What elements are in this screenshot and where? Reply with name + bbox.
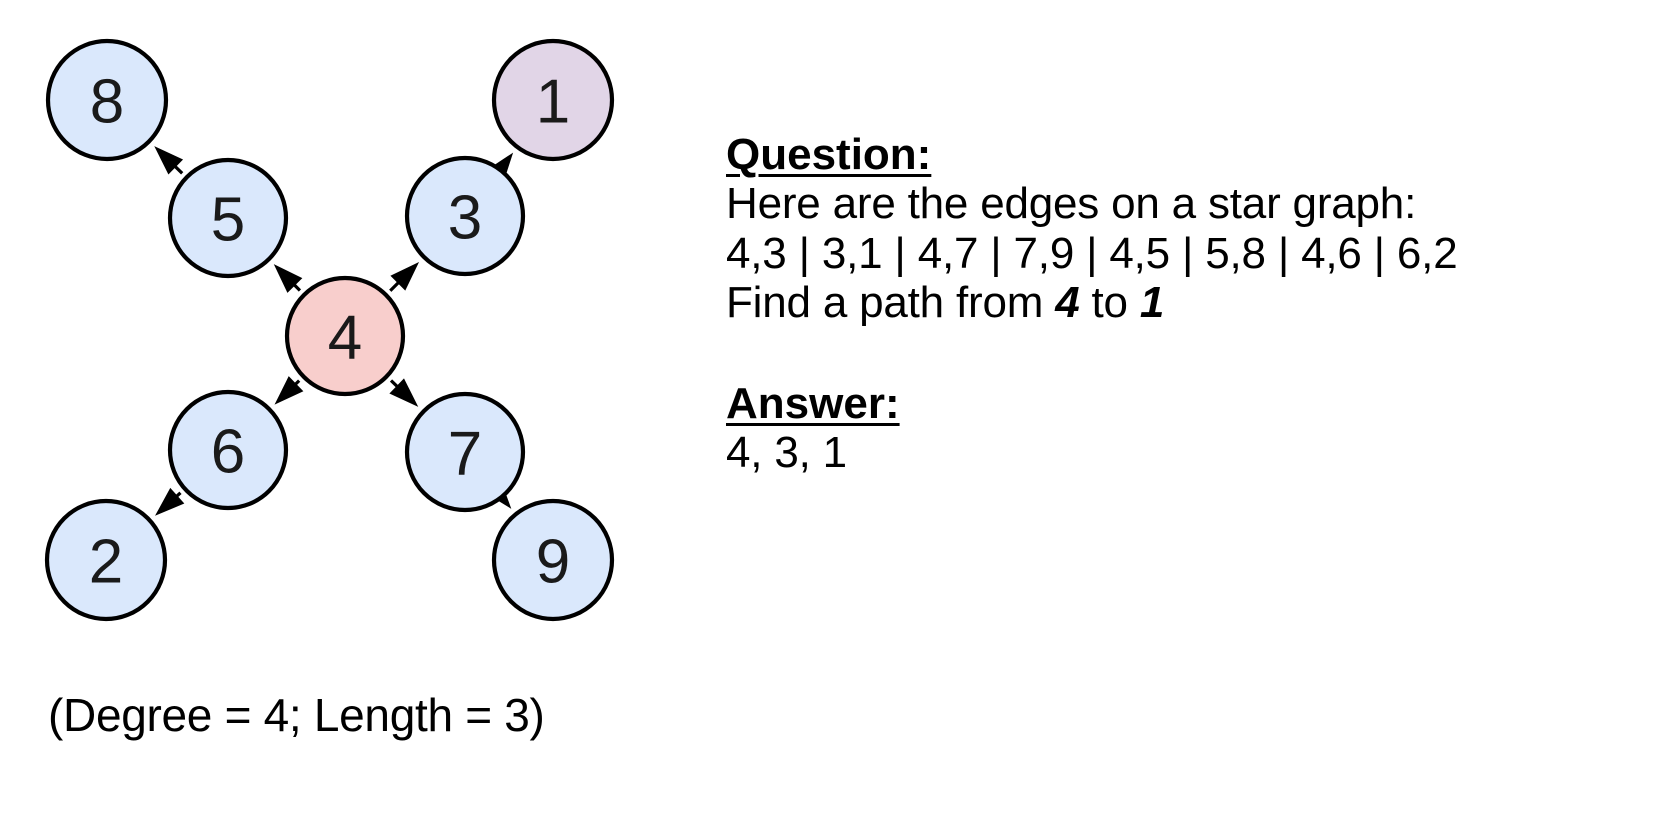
node-circle-9[interactable] — [491, 498, 615, 622]
panel-spacer — [726, 327, 1646, 379]
graph-node-2[interactable]: 2 — [44, 498, 168, 622]
prompt-middle-text: to — [1079, 277, 1140, 327]
prompt-target-node: 1 — [1139, 277, 1165, 327]
question-prompt-line: Find a path from 4 to 1 — [726, 278, 1646, 327]
node-circle-7[interactable] — [404, 391, 526, 513]
graph-caption: (Degree = 4; Length = 3) — [48, 689, 545, 741]
star-graph-panel: 8 1 5 3 4 6 7 2 9 (Degree = 4; Length = 3) — [0, 0, 680, 827]
graph-node-7[interactable]: 7 — [404, 391, 526, 513]
node-circle-5[interactable] — [167, 157, 289, 279]
node-label-4: 4 — [328, 304, 362, 373]
graph-node-1[interactable]: 1 — [491, 38, 615, 162]
arrowhead-5-8 — [154, 146, 184, 175]
graph-node-9[interactable]: 9 — [491, 498, 615, 622]
question-intro-line: Here are the edges on a star graph: — [726, 179, 1417, 229]
graph-node-3[interactable]: 3 — [404, 155, 526, 277]
star-graph-diagram: 8 1 5 3 4 6 7 2 9 — [44, 38, 615, 622]
answer-heading: Answer: — [726, 379, 900, 429]
arrowhead-4-5 — [273, 264, 303, 293]
arrowhead-4-6 — [274, 376, 304, 405]
node-circle-1[interactable] — [491, 38, 615, 162]
graph-node-8[interactable]: 8 — [45, 38, 169, 162]
node-label-7: 7 — [448, 420, 482, 489]
node-label-3: 3 — [448, 184, 482, 253]
question-heading: Question: — [726, 130, 932, 179]
node-label-1: 1 — [536, 68, 570, 137]
node-circle-2[interactable] — [44, 498, 168, 622]
node-label-2: 2 — [89, 528, 123, 597]
prompt-source-node: 4 — [1055, 277, 1080, 327]
node-label-6: 6 — [211, 418, 245, 487]
node-circle-8[interactable] — [45, 38, 169, 162]
graph-node-6[interactable]: 6 — [167, 389, 289, 511]
question-edge-list: 4,3 | 3,1 | 4,7 | 7,9 | 4,5 | 5,8 | 4,6 … — [726, 228, 1458, 278]
node-label-8: 8 — [90, 68, 124, 137]
node-layer: 8 1 5 3 4 6 7 2 9 — [44, 38, 615, 622]
node-circle-3[interactable] — [404, 155, 526, 277]
node-label-5: 5 — [211, 186, 245, 255]
answer-value: 4, 3, 1 — [726, 428, 847, 478]
graph-node-4[interactable]: 4 — [284, 275, 406, 397]
prompt-prefix-text: Find a path from — [726, 277, 1056, 327]
graph-node-5[interactable]: 5 — [167, 157, 289, 279]
node-label-9: 9 — [536, 528, 570, 597]
question-answer-panel: Question: Here are the edges on a star g… — [726, 130, 1646, 478]
arrowhead-4-3 — [390, 261, 420, 291]
arrowhead-4-7 — [389, 378, 419, 407]
arrowhead-6-2 — [155, 487, 185, 516]
node-circle-6[interactable] — [167, 389, 289, 511]
node-circle-4[interactable] — [284, 275, 406, 397]
